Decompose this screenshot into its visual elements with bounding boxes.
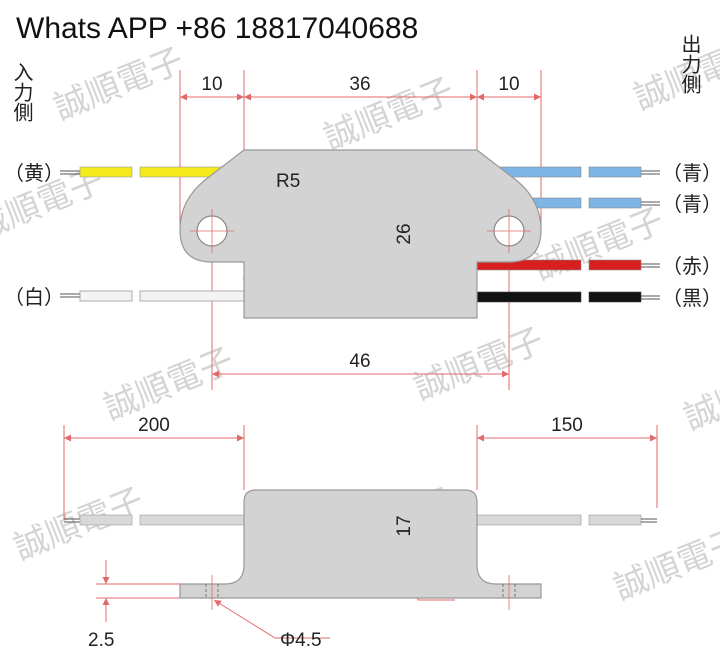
dim-output-wire-length: 150 bbox=[551, 415, 583, 436]
label-input-side: 入力側 bbox=[10, 62, 34, 122]
red-wire bbox=[588, 259, 642, 271]
dim-body-length: 36 bbox=[349, 74, 370, 95]
side-output-wire bbox=[588, 514, 642, 526]
module-body-top bbox=[179, 149, 542, 319]
label-blue-1: （青） bbox=[662, 161, 720, 185]
dim-flange-thickness: 2.5 bbox=[88, 630, 114, 651]
dim-top-left-lead: 10 bbox=[201, 74, 222, 95]
label-yellow: （黄） bbox=[4, 161, 64, 185]
side-input-wire bbox=[139, 514, 245, 526]
dim-thickness: 17 bbox=[394, 515, 415, 536]
side-output-wire bbox=[476, 514, 582, 526]
dim-hole-diameter: Φ4.5 bbox=[280, 630, 322, 651]
side-wires bbox=[64, 514, 657, 526]
dim-total-width: 46 bbox=[349, 351, 370, 372]
blue-wire-1 bbox=[588, 166, 642, 178]
dim-height: 26 bbox=[394, 223, 415, 244]
blue-wire-2 bbox=[588, 197, 642, 209]
label-white: （白） bbox=[4, 285, 64, 309]
white-wire bbox=[79, 290, 133, 302]
label-red: （赤） bbox=[662, 254, 720, 278]
yellow-wire bbox=[79, 166, 133, 178]
dim-radius: R5 bbox=[276, 171, 300, 192]
label-output-side: 出力側 bbox=[678, 34, 702, 94]
module-body-side bbox=[179, 489, 542, 610]
black-wire bbox=[588, 291, 642, 303]
black-wire bbox=[476, 291, 582, 303]
dim-top-right-lead: 10 bbox=[498, 74, 519, 95]
contact-header: Whats APP +86 18817040688 bbox=[16, 12, 419, 45]
side-input-wire bbox=[79, 514, 133, 526]
label-blue-2: （青） bbox=[662, 192, 720, 216]
dim-input-wire-length: 200 bbox=[138, 415, 170, 436]
label-black: （黒） bbox=[662, 286, 720, 310]
white-wire bbox=[139, 290, 245, 302]
dimension-lines-side bbox=[64, 434, 657, 639]
